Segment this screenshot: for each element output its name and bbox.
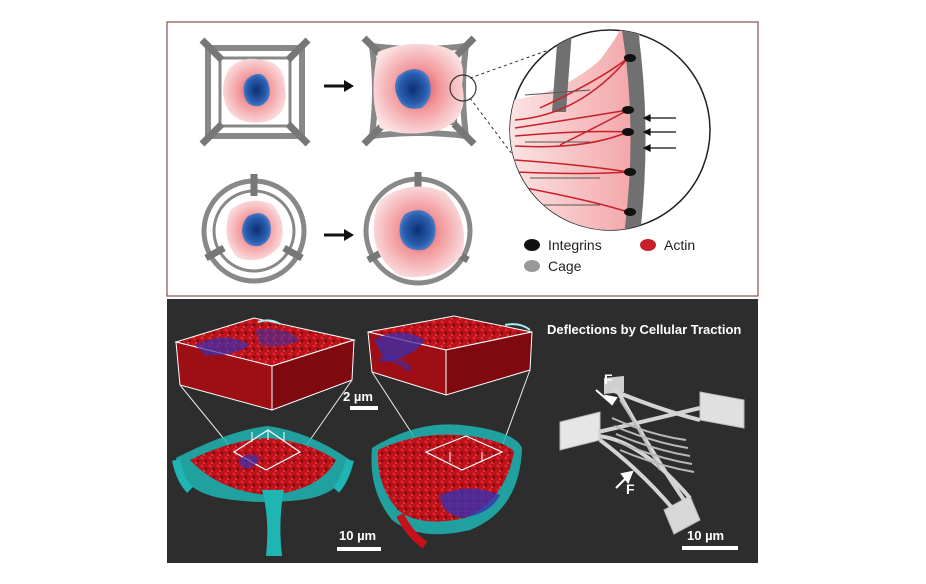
nucleus: [400, 210, 436, 250]
scale-label-left: 10 µm: [339, 528, 376, 543]
integrins-icon: [524, 239, 540, 251]
nucleus: [242, 213, 271, 246]
legend-integrins: Integrins: [548, 237, 602, 253]
legend-actin: Actin: [664, 237, 695, 253]
square-cage-deflected: [364, 38, 476, 144]
schematic-panel: Integrins Actin Cage: [167, 22, 758, 296]
micrograph-title: Deflections by Cellular Traction: [547, 322, 741, 337]
actin-icon: [640, 239, 656, 251]
nucleus: [244, 74, 270, 106]
force-label-bottom: F: [626, 481, 635, 497]
scale-label-small: 2 µm: [343, 389, 373, 404]
force-label-top: F: [604, 371, 613, 387]
legend-cage: Cage: [548, 258, 582, 274]
scale-label-right: 10 µm: [687, 528, 724, 543]
scale-bar-left: 10 µm: [337, 528, 381, 551]
micrograph-panel: 2 µm 10 µm Deflections by Cellular Tract…: [167, 299, 758, 563]
cage-icon: [524, 260, 540, 272]
